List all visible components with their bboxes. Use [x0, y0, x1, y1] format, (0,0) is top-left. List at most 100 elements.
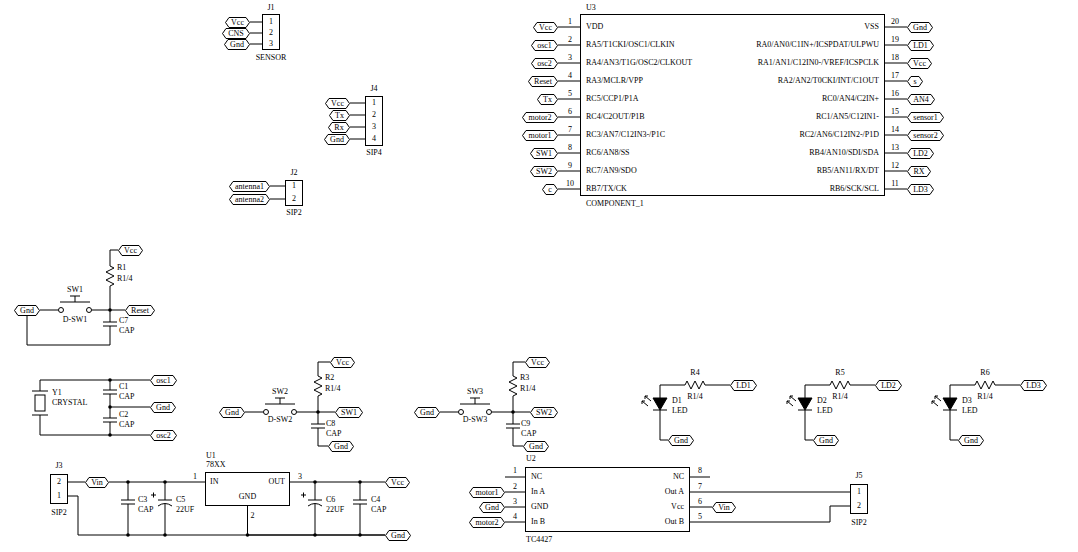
net-name: Vcc: [325, 98, 350, 109]
net-name: AN4: [907, 94, 935, 105]
connector-box-text: 1: [269, 18, 273, 26]
net-label: Vcc: [225, 17, 250, 28]
pin-number: 1: [193, 473, 197, 481]
net-label: Gnd: [479, 502, 505, 513]
net-name: Vcc: [225, 17, 250, 28]
net-name: Vcc: [118, 245, 143, 256]
net-name: Tx: [537, 94, 558, 105]
net-label-shape: [480, 502, 505, 512]
wire: [885, 45, 907, 46]
wire: [505, 492, 525, 493]
net-label-shape: [386, 530, 411, 540]
ic-box: U3VDDRA5/T1CKI/OSC1/CLKINRA4/AN3/T1G/OSC…: [580, 14, 885, 196]
ic-box-text: RA4/AN3/T1G/OSC2/CLKOUT: [586, 59, 692, 67]
power-capacitors-stroke: [121, 482, 135, 535]
connector-box-text: 2: [857, 502, 861, 510]
power-capacitors-stroke: [353, 482, 367, 535]
connector-box-text: 1: [57, 492, 61, 500]
switch-circuit-stroke: [511, 410, 515, 414]
net-name: Gnd: [150, 402, 176, 413]
net-label: motor2: [469, 517, 505, 528]
connector-box-text: J4: [370, 85, 377, 93]
net-name: antenna1: [229, 181, 270, 192]
connector-box: J321SIP2: [50, 474, 68, 504]
wire: [350, 115, 365, 116]
net-name: Reset: [528, 76, 558, 87]
net-name: Vcc: [385, 477, 410, 488]
net-name: Vcc: [330, 357, 355, 368]
ic-box-text: RC4/C2OUT/P1B: [586, 113, 645, 121]
connector-box-text: 2: [372, 111, 376, 119]
net-name: Gnd: [907, 22, 933, 33]
net-name: antenna2: [229, 194, 270, 205]
driver-ic-box-text: GND: [531, 503, 548, 511]
switch-circuit-stroke: [316, 410, 320, 414]
net-label-shape: [908, 22, 933, 32]
pin-number: 6: [568, 108, 572, 116]
part-label: C6: [326, 496, 335, 504]
part-label: SW1: [67, 286, 83, 294]
connector-box: J212SIP2: [285, 180, 303, 206]
wire: [885, 153, 907, 154]
net-label-shape: [470, 517, 505, 527]
wire: [558, 81, 580, 82]
ic-box-text: RA2/AN2/T0CKI/INT/C1OUT: [778, 77, 879, 85]
part-label: CAP: [119, 393, 135, 401]
part-label: D2: [817, 397, 827, 405]
reset-circuit-stroke: [27, 310, 117, 345]
net-label: Reset: [528, 76, 558, 87]
pin-number: 4: [513, 513, 517, 521]
net-label: osc1: [531, 40, 558, 51]
ic-box-text: RA0/AN0/C1IN+/ICSPDAT/ULPWU: [756, 41, 879, 49]
driver-ic-box-text: Out B: [665, 518, 684, 526]
net-label: RX: [907, 166, 931, 177]
switch-circuit-stroke: [506, 412, 523, 446]
led-circuit: [932, 381, 1020, 440]
net-label: Gnd: [414, 407, 440, 418]
wire: [885, 99, 907, 100]
net-label: osc1: [150, 375, 177, 386]
reset-circuit-stroke: [110, 250, 118, 262]
net-label: Gnd: [958, 435, 984, 446]
net-label-shape: [908, 58, 932, 68]
net-label: Rx: [328, 122, 350, 133]
net-name: osc2: [150, 430, 177, 441]
driver-ic-box-text: Vcc: [671, 503, 684, 511]
connector-box-text: SIP2: [851, 519, 867, 527]
switch-circuit: [440, 362, 530, 446]
part-label: SW3: [467, 388, 483, 396]
led-circuit-stroke: [653, 398, 667, 410]
wire: [558, 189, 580, 190]
net-label-shape: [526, 357, 550, 367]
part-label: CAP: [119, 421, 135, 429]
net-name: Gnd: [813, 435, 839, 446]
connector-box-text: SIP2: [51, 509, 67, 517]
net-label: Gnd: [328, 441, 354, 452]
pin-number: 20: [891, 18, 899, 26]
net-label-shape: [876, 380, 902, 390]
ic-box-text: RC5/CCP1/P1A: [586, 95, 638, 103]
wire: [885, 81, 907, 82]
pin-number: 5: [568, 90, 572, 98]
ic-box-text: U3: [586, 4, 596, 12]
net-label: LD2: [875, 380, 902, 391]
net-label-shape: [908, 184, 934, 194]
power-capacitors-stroke: [151, 482, 172, 535]
part-label: C2: [119, 411, 128, 419]
net-label: motor2: [522, 112, 558, 123]
part-label: C7: [119, 317, 128, 325]
led-circuit-stroke: [798, 410, 813, 440]
part-label: CRYSTAL: [52, 399, 87, 407]
net-label-shape: [529, 76, 558, 86]
net-label-shape: [330, 110, 350, 120]
net-name: motor2: [469, 517, 505, 528]
net-name: Gnd: [224, 39, 250, 50]
connector-box-text: J2: [290, 169, 297, 177]
net-label-shape: [225, 39, 250, 49]
connector-box-text: 3: [372, 123, 376, 131]
ic-box-text: RB7/TX/CK: [586, 185, 627, 193]
net-label-shape: [329, 122, 350, 132]
ic-box-text: RA3/MCLR/VPP: [586, 77, 643, 85]
part-label: D-SW1: [63, 316, 87, 324]
net-label-shape: [523, 130, 558, 140]
